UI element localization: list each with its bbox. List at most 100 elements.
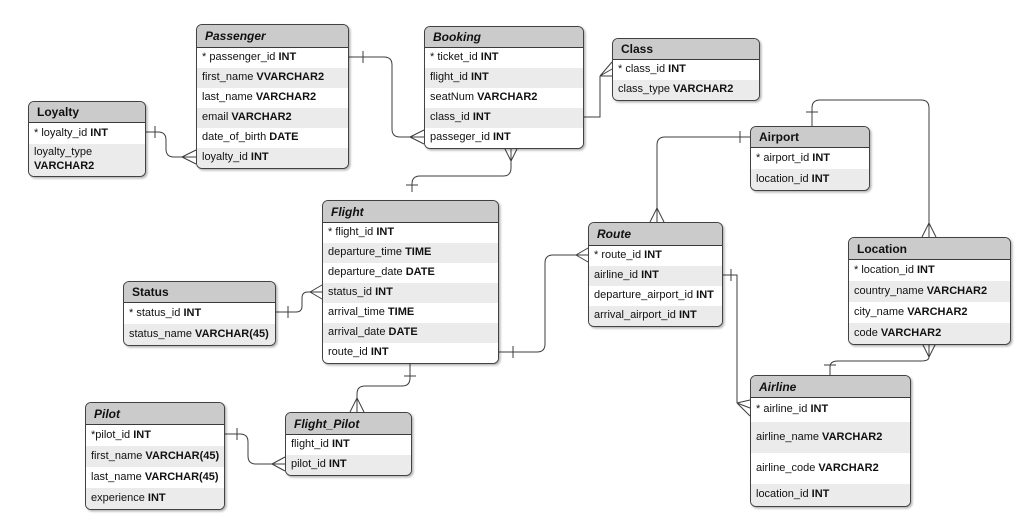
- field-name: departure_date: [328, 266, 403, 279]
- entity-title-booking: Booking: [425, 27, 583, 48]
- field-row-loyalty-1: loyalty_type VARCHAR2: [29, 144, 145, 176]
- entity-title-route: Route: [589, 223, 722, 246]
- field-name: * status_id: [129, 306, 181, 319]
- entity-title-text: Flight_Pilot: [294, 416, 360, 431]
- field-row-route-2: departure_airport_id INT: [589, 286, 722, 306]
- field-row-airline-2: airline_code VARCHAR2: [751, 453, 910, 484]
- rel-pilot-flightpilot: [225, 428, 286, 472]
- field-text: airline_id INT: [594, 269, 659, 283]
- entity-title-text: Booking: [433, 30, 481, 44]
- field-type: INT: [375, 286, 393, 299]
- entity-title-text: Status: [132, 285, 169, 299]
- field-name: * airport_id: [756, 151, 810, 164]
- field-text: status_id INT: [328, 286, 393, 300]
- field-type: VARCHAR2: [907, 305, 968, 318]
- field-name: arrival_time: [328, 306, 385, 319]
- field-name: status_id: [328, 286, 373, 299]
- field-row-class-0: * class_id INT: [613, 60, 759, 80]
- field-type: INT: [812, 151, 830, 164]
- field-type: DATE: [405, 266, 435, 279]
- entity-airline[interactable]: Airline * airline_id INT airline_name VARC…: [750, 375, 911, 507]
- entity-title-text: Flight: [331, 204, 364, 219]
- field-name: * airline_id: [756, 403, 808, 416]
- field-text: first_name VARCHAR(45): [91, 450, 219, 464]
- field-text: route_id INT: [328, 346, 389, 360]
- field-name: * flight_id: [328, 226, 374, 239]
- field-type: VARCHAR2: [822, 430, 883, 443]
- field-row-route-1: airline_id INT: [589, 266, 722, 286]
- field-name: passeger_id: [430, 131, 490, 144]
- field-type: VARCHAR2: [231, 111, 292, 124]
- rel-status-flight: [276, 284, 323, 318]
- field-text: city_name VARCHAR2: [854, 306, 968, 320]
- field-row-booking-4: passeger_id INT: [425, 128, 583, 148]
- field-text: * ticket_id INT: [430, 51, 499, 65]
- field-name: departure_airport_id: [594, 289, 694, 302]
- field-row-location-1: country_name VARCHAR2: [849, 281, 1010, 302]
- field-text: * airline_id INT: [756, 403, 828, 417]
- field-row-flight-0: * flight_id INT: [323, 223, 498, 243]
- field-type: VARCHAR2: [255, 91, 317, 104]
- field-type: DATE: [269, 131, 299, 144]
- field-name: flight_id: [430, 71, 468, 84]
- field-row-flight_pilot-1: pilot_id INT: [286, 455, 411, 475]
- field-type: INT: [278, 51, 297, 64]
- field-name: email: [202, 111, 229, 124]
- field-type: INT: [811, 488, 830, 501]
- field-name: airline_code: [756, 461, 816, 474]
- field-type: INT: [641, 269, 659, 282]
- field-name: city_name: [854, 305, 905, 318]
- field-row-route-0: * route_id INT: [589, 246, 722, 266]
- field-type: INT: [133, 428, 151, 441]
- field-type: INT: [147, 491, 166, 504]
- field-name: first_name: [202, 71, 254, 84]
- entity-title-flight: Flight: [323, 201, 498, 223]
- field-type: INT: [472, 111, 491, 124]
- rel-flight-flightpilot: [349, 362, 416, 413]
- field-row-location-0: * location_id INT: [849, 260, 1010, 281]
- field-name: date_of_birth: [202, 131, 267, 144]
- entity-title-text: Loyalty: [37, 105, 80, 119]
- field-type: VARCHAR2: [477, 91, 538, 104]
- field-text: * passenger_id INT: [202, 51, 296, 65]
- field-row-pilot-1: first_name VARCHAR(45): [86, 446, 224, 467]
- field-text: * location_id INT: [854, 264, 935, 278]
- field-name: departure_time: [328, 246, 402, 259]
- field-text: *pilot_id INT: [91, 429, 151, 443]
- rel-airport-location: [806, 99, 937, 238]
- field-row-passenger-1: first_name VVARCHAR2: [197, 68, 348, 88]
- field-type: DATE: [388, 326, 418, 339]
- field-type: INT: [376, 226, 395, 239]
- field-row-passenger-2: last_name VARCHAR2: [197, 88, 348, 108]
- field-name: airline_name: [756, 430, 819, 443]
- field-name: last_name: [91, 470, 142, 483]
- field-type: VARCHAR2: [926, 284, 988, 297]
- field-type: VARCHAR2: [673, 83, 734, 96]
- field-name: * passenger_id: [202, 51, 276, 64]
- entity-title-text: Airport: [759, 130, 799, 144]
- field-row-pilot-2: last_name VARCHAR(45): [86, 467, 224, 488]
- field-type: INT: [470, 71, 489, 84]
- field-name: code: [854, 326, 878, 339]
- field-row-class-1: class_type VARCHAR2: [613, 80, 759, 100]
- field-row-airline-1: airline_name VARCHAR2: [751, 422, 910, 453]
- field-type: VARCHAR2: [880, 326, 942, 339]
- rel-route-airline: [723, 269, 751, 417]
- field-text: passeger_id INT: [430, 131, 511, 145]
- field-text: airline_code VARCHAR2: [756, 462, 879, 476]
- entity-route[interactable]: Route* route_id INT airline_id INT departu…: [588, 222, 723, 327]
- entity-title-class: Class: [613, 39, 759, 60]
- field-text: first_name VVARCHAR2: [202, 71, 324, 85]
- entity-title-airline: Airline: [751, 376, 910, 398]
- field-row-flight-2: departure_date DATE: [323, 263, 498, 283]
